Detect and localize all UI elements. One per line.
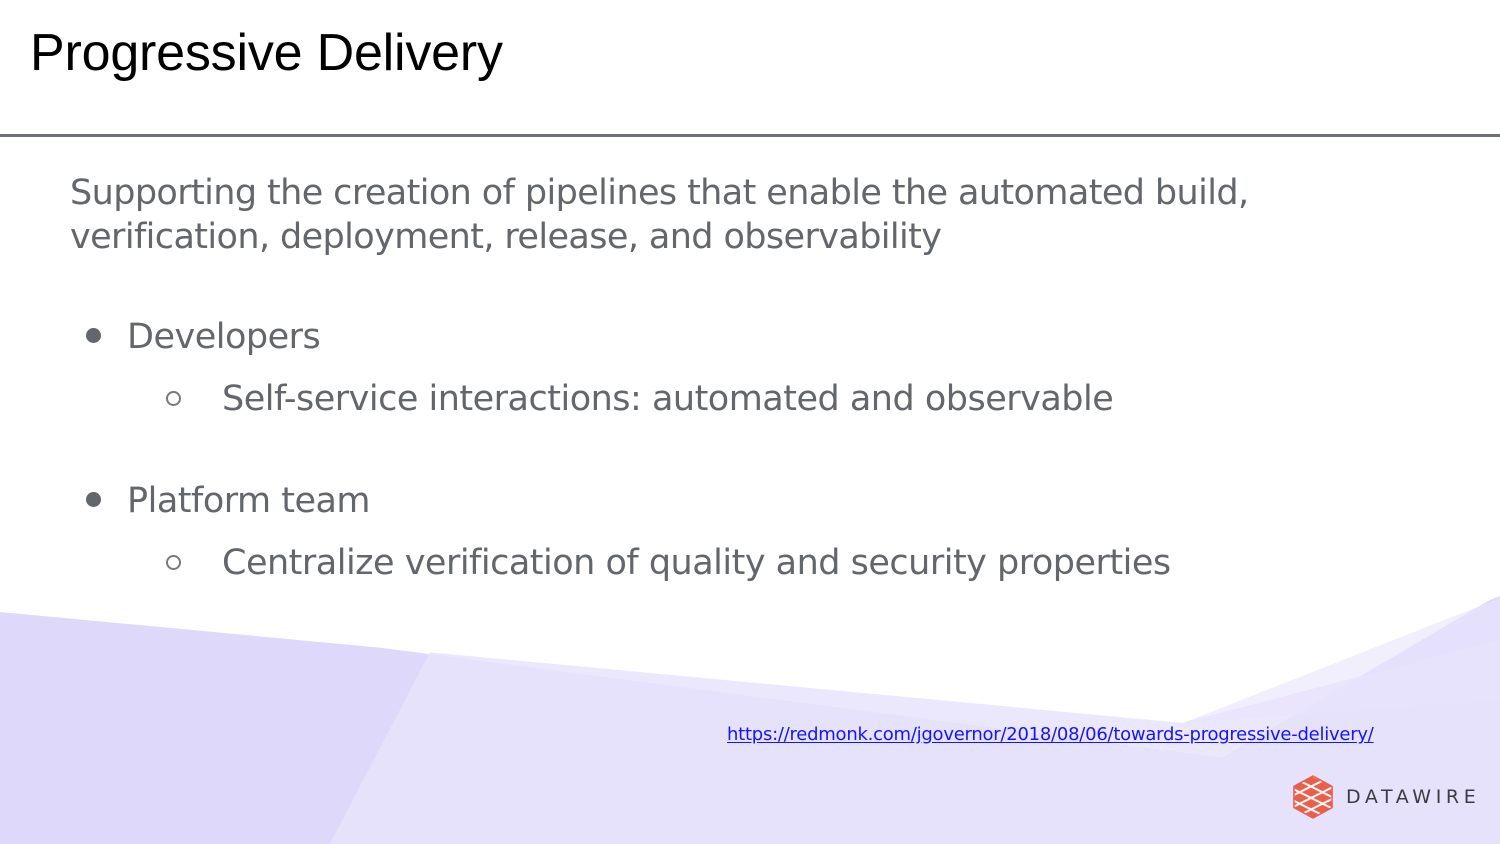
sub-bullet-label: Self-service interactions: automated and… [222,378,1114,419]
datawire-wordmark: DATAWIRE [1346,785,1481,808]
list-item: Self-service interactions: automated and… [70,378,1430,420]
lead-paragraph: Supporting the creation of pipelines tha… [70,173,1249,257]
page-title: Progressive Delivery [30,24,503,82]
sub-bullet-label: Centralize verification of quality and s… [222,542,1171,583]
list-item: Developers [70,316,1430,358]
hollow-circle-icon [70,378,222,406]
bullet-label: Platform team [127,480,371,521]
title-divider [0,134,1500,137]
hollow-circle-icon [70,542,222,570]
datawire-hex-logo-icon [1293,775,1333,819]
bullet-group-developers: Developers Self-service interactions: au… [70,316,1430,420]
source-link[interactable]: https://redmonk.com/jgovernor/2018/08/06… [727,724,1374,745]
bullet-label: Developers [127,316,321,357]
datawire-logo: DATAWIRE [1292,775,1480,819]
filled-disc-icon [70,480,127,507]
filled-disc-icon [70,316,127,343]
white-wedge [0,560,1500,723]
bullet-group-platform-team: Platform team Centralize verification of… [70,480,1430,584]
lavender-sliver-right [1183,598,1500,723]
list-item: Centralize verification of quality and s… [70,542,1430,584]
lavender-band-left [0,598,1500,844]
list-item: Platform team [70,480,1430,522]
slide-body: Supporting the creation of pipelines tha… [70,172,1430,584]
